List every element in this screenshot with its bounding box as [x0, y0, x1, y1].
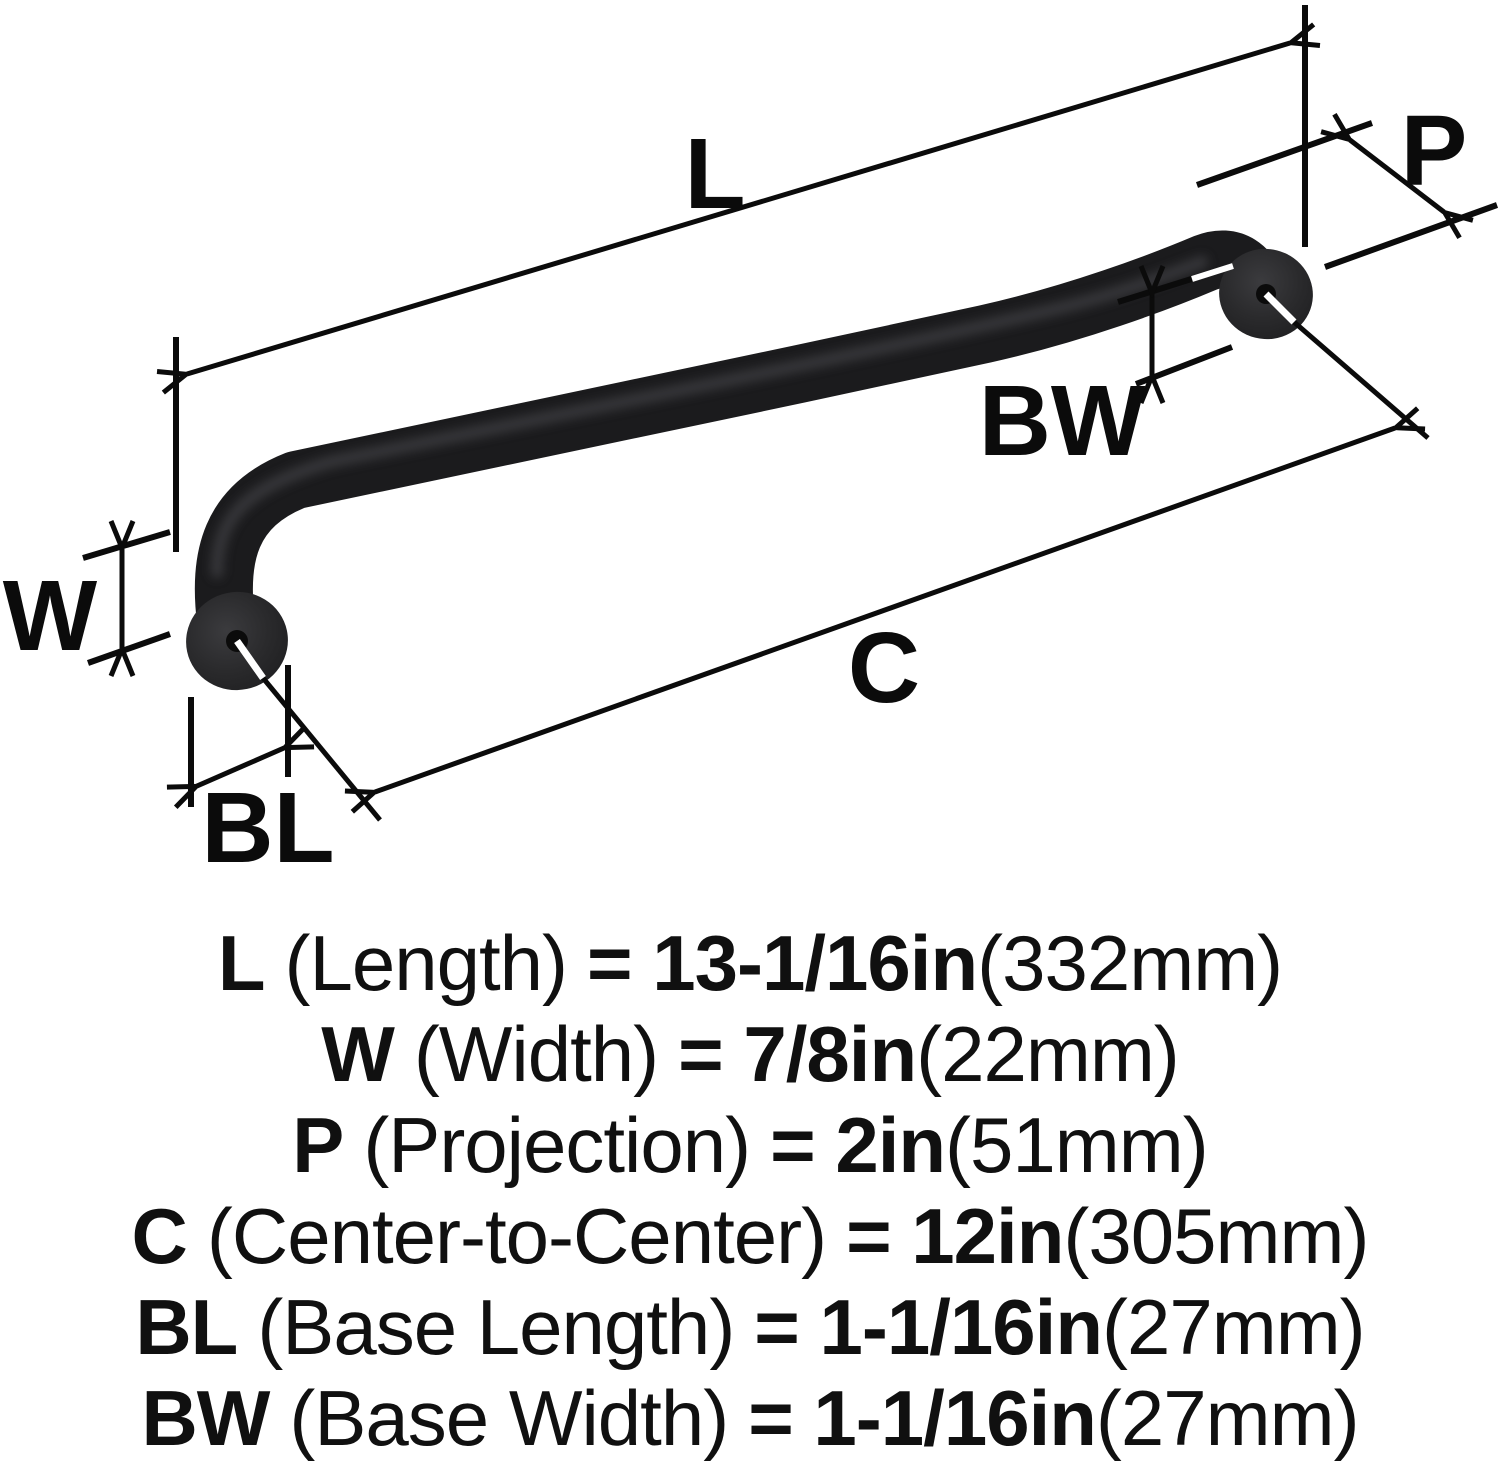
spec-abbr: W: [321, 1010, 395, 1098]
spec-name: (Width): [413, 1010, 659, 1098]
dim-label-bl: BL: [201, 772, 334, 884]
spec-abbr: C: [131, 1192, 188, 1280]
spec-metric: (332mm): [977, 919, 1283, 1007]
spec-metric: (22mm): [916, 1010, 1180, 1098]
left-screw-slot: [234, 638, 266, 681]
spec-name: (Center-to-Center): [206, 1192, 827, 1280]
spec-value: = 2in: [770, 1101, 946, 1189]
c-dimension-arrow: [375, 428, 1395, 792]
spec-row-base-length: BL(Base Length)= 1-1/16in(27mm): [0, 1282, 1500, 1373]
spec-metric: (305mm): [1063, 1192, 1369, 1280]
spec-metric: (27mm): [1095, 1374, 1360, 1462]
spec-value: = 1-1/16in: [748, 1374, 1097, 1462]
w-tick-lower: [86, 631, 172, 666]
spec-value: = 7/8in: [678, 1010, 917, 1098]
w-tick-upper: [82, 529, 171, 561]
dim-label-w: W: [3, 560, 98, 672]
spec-name: (Length): [284, 919, 568, 1007]
spec-row-center-to-center: C(Center-to-Center)= 12in(305mm): [0, 1191, 1500, 1282]
p-tick-lower: [1323, 202, 1499, 270]
dim-label-bw: BW: [979, 365, 1146, 477]
spec-name: (Projection): [363, 1101, 751, 1189]
spec-row-width: W(Width)= 7/8in(22mm): [0, 1009, 1500, 1100]
spec-list: L(Length)= 13-1/16in(332mm) W(Width)= 7/…: [0, 912, 1500, 1464]
spec-abbr: P: [292, 1101, 344, 1189]
spec-value: = 13-1/16in: [587, 919, 978, 1007]
spec-row-length: L(Length)= 13-1/16in(332mm): [0, 918, 1500, 1009]
spec-value: = 12in: [846, 1192, 1064, 1280]
spec-abbr: BW: [141, 1374, 270, 1462]
spec-metric: (27mm): [1102, 1283, 1366, 1371]
bl-dimension-arrow: [197, 748, 284, 786]
spec-name: (Base Width): [289, 1374, 729, 1462]
spec-row-base-width: BW(Base Width)= 1-1/16in(27mm): [0, 1373, 1500, 1464]
spec-name: (Base Length): [257, 1283, 735, 1371]
spec-metric: (51mm): [945, 1101, 1209, 1189]
spec-abbr: BL: [135, 1283, 238, 1371]
spec-row-projection: P(Projection)= 2in(51mm): [0, 1100, 1500, 1191]
dim-label-l: L: [684, 118, 745, 230]
p-dimension-arrow: [1350, 140, 1444, 212]
spec-value: = 1-1/16in: [754, 1283, 1103, 1371]
right-screw-axis: [1292, 320, 1430, 440]
l-dimension-arrow: [187, 43, 1290, 374]
handle-dimension-diagram: L P W BW C BL: [3, 5, 1499, 884]
dim-label-c: C: [848, 612, 920, 724]
p-tick-upper: [1195, 120, 1374, 188]
dim-label-p: P: [1401, 95, 1468, 207]
spec-abbr: L: [217, 919, 266, 1007]
